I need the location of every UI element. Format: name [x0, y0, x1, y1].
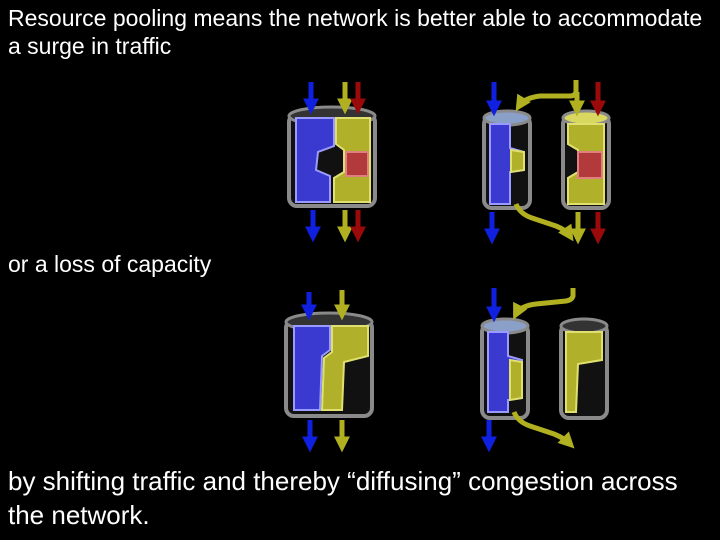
slide-text-surge: Resource pooling means the network is be… [8, 5, 703, 59]
yellow-traffic-region [320, 325, 369, 411]
red-surge-region [345, 151, 369, 177]
yellow-reroute-in-arrow [515, 80, 579, 112]
yellow-reroute-in-arrow [513, 288, 576, 320]
slide-text-diffusing: by shifting traffic and thereby “diffusi… [8, 466, 678, 530]
yellow-traffic-region [565, 331, 603, 413]
yellow-reroute-out-arrow [513, 202, 574, 242]
blue-traffic-region [293, 325, 331, 411]
yellow-reroute-out-arrow [511, 410, 575, 449]
blue-traffic-region [295, 117, 335, 203]
slide-text-loss: or a loss of capacity [8, 251, 212, 277]
panel-loss-pooled-links [480, 288, 609, 453]
yellow-traffic-region-shared [510, 148, 525, 174]
red-surge-region [577, 151, 603, 179]
panel-surge-single-link [287, 82, 377, 243]
panel-loss-single-link [284, 290, 374, 453]
panel-surge-pooled-links [482, 80, 611, 245]
yellow-traffic-region-shared [509, 358, 523, 402]
